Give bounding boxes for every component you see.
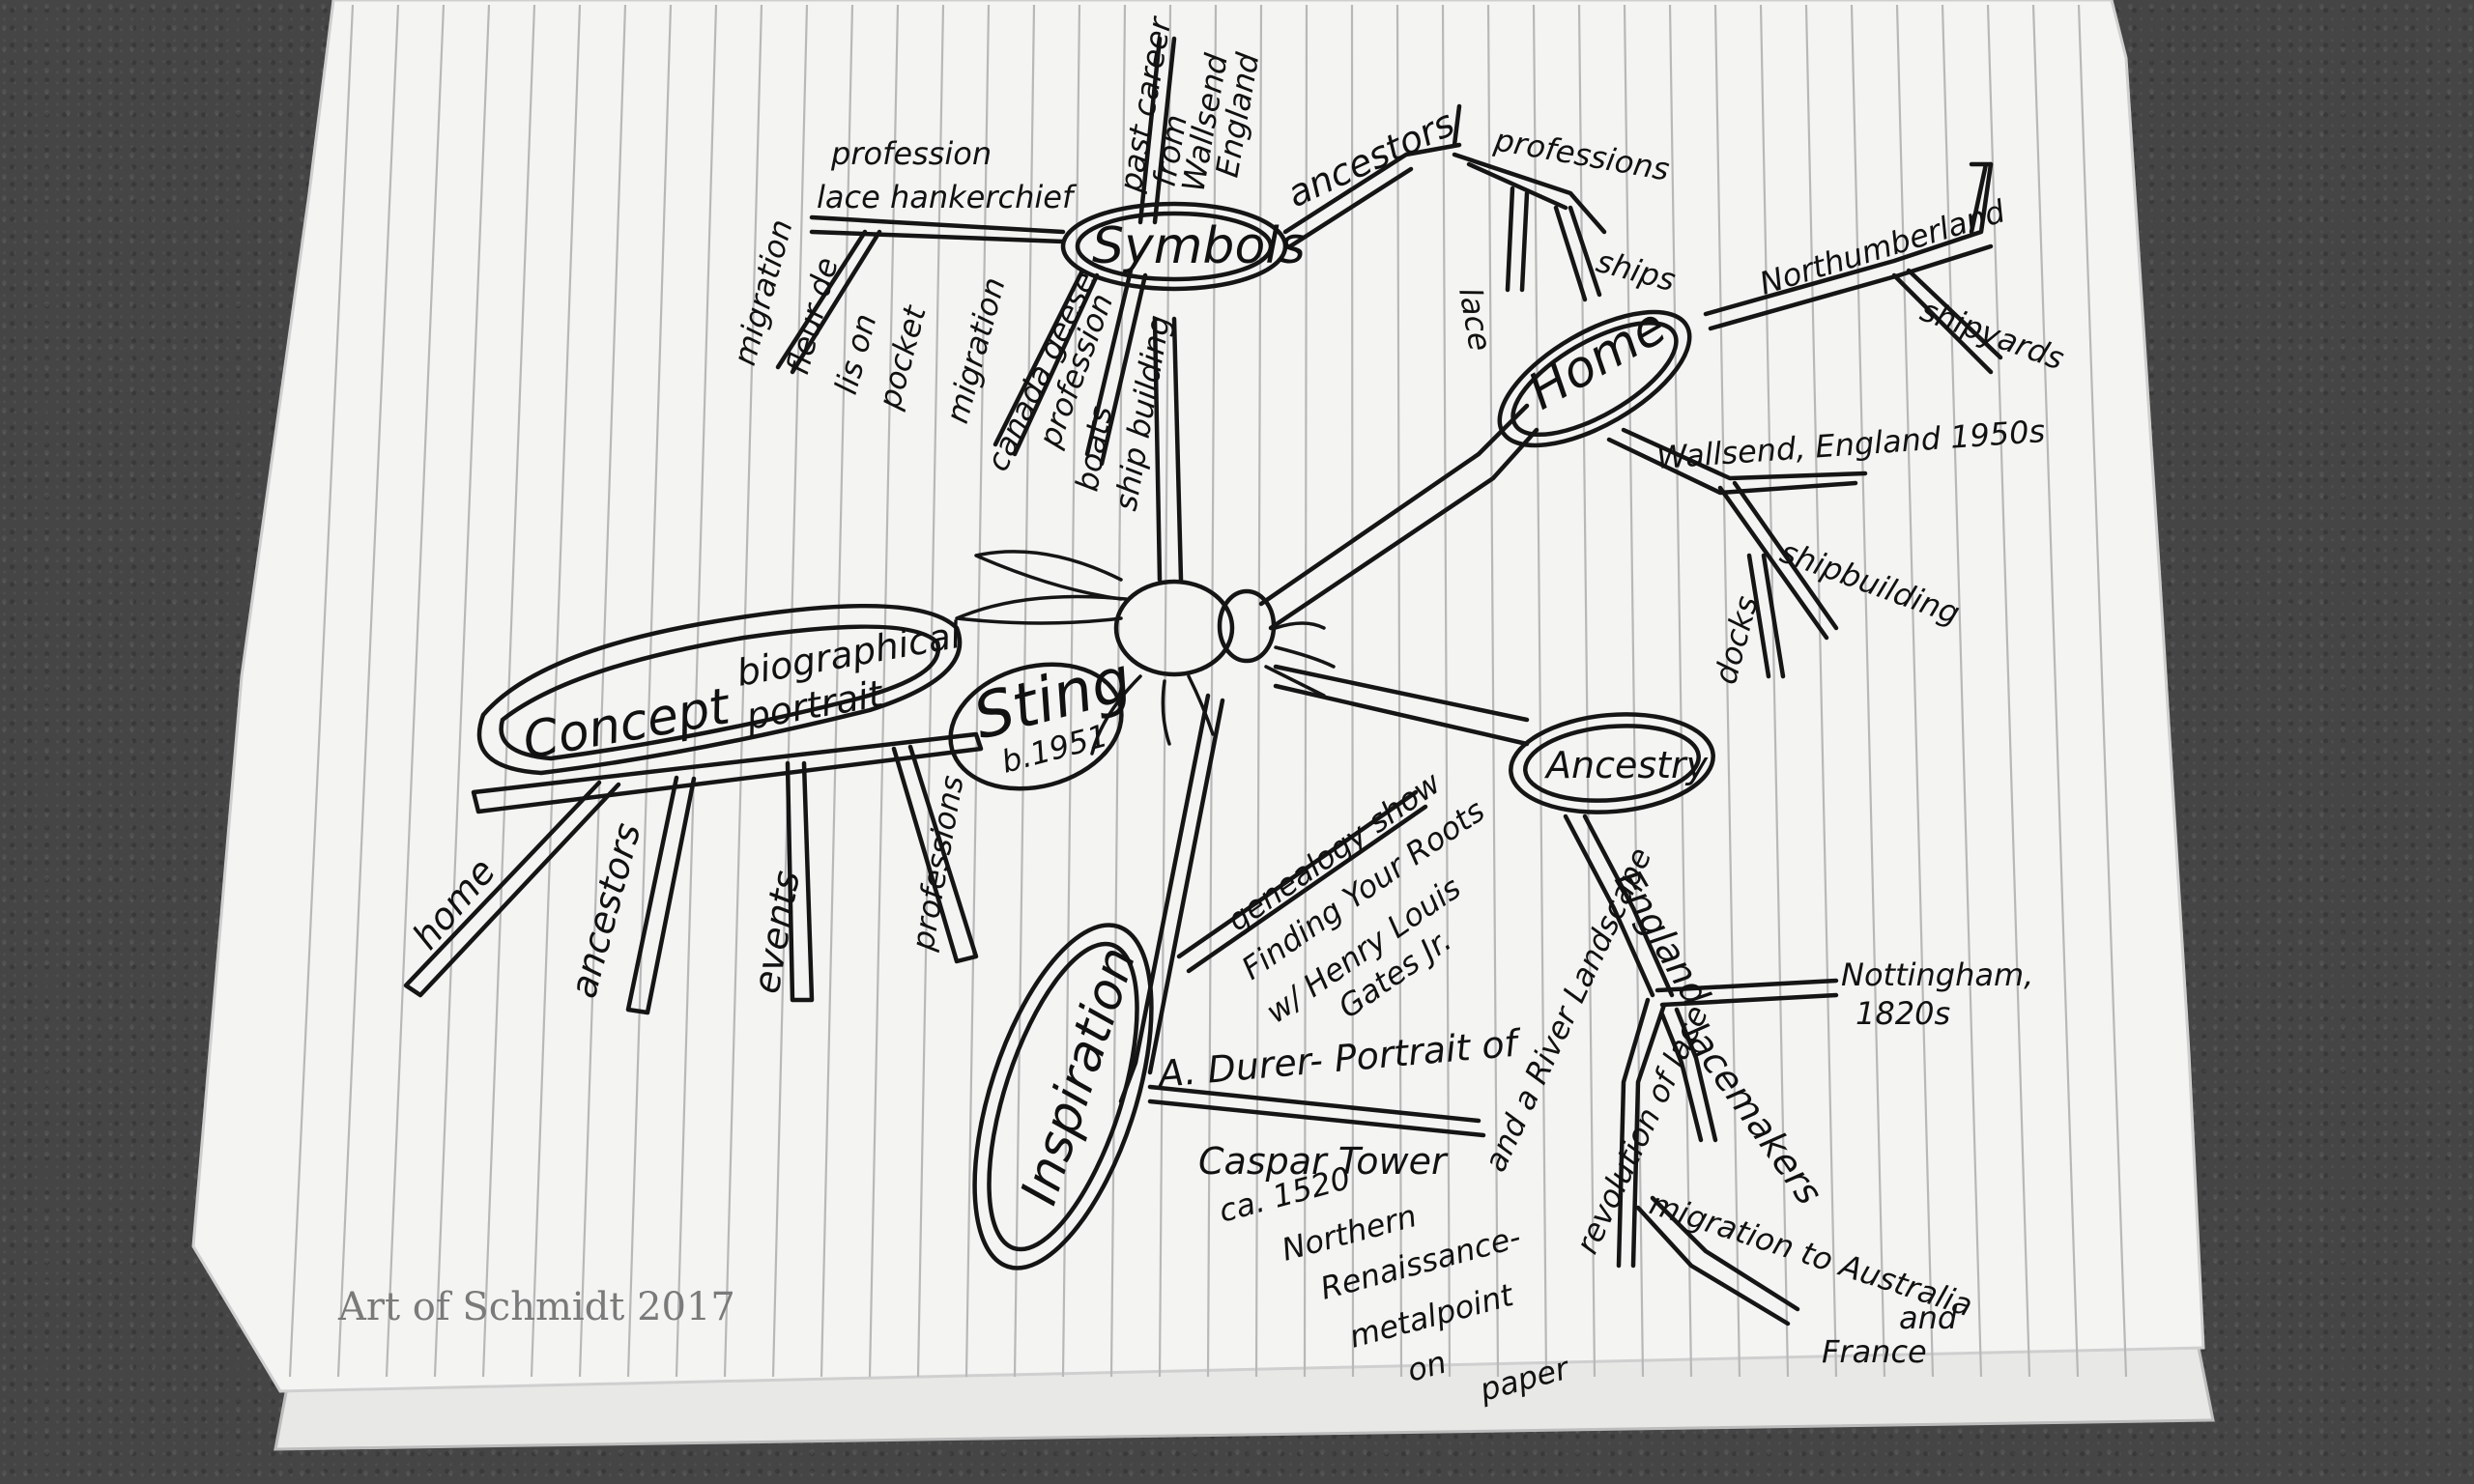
ruled-line xyxy=(916,4,945,1378)
inspiration-branch-caspar: Caspar Tower xyxy=(1198,1140,1449,1183)
ruled-line xyxy=(385,4,446,1378)
symbols-branch-profession: profession xyxy=(830,135,992,172)
ruled-line xyxy=(433,4,491,1378)
watermark: Art of Schmidt 2017 xyxy=(337,1285,735,1329)
ruled-line xyxy=(1804,4,1838,1378)
ruled-line xyxy=(675,4,718,1378)
ruled-line xyxy=(1109,4,1127,1378)
ruled-line xyxy=(1850,4,1886,1378)
ruled-line xyxy=(2077,4,2128,1378)
branch-lines xyxy=(403,36,2003,1327)
ruled-line xyxy=(771,4,809,1378)
ancestry-title: Ancestry xyxy=(1543,744,1709,786)
bubble-outlines xyxy=(476,201,1715,1270)
ruled-line xyxy=(1668,4,1693,1378)
ancestry-branch-1820s: 1820s xyxy=(1856,995,1950,1032)
ruled-line xyxy=(336,4,400,1378)
ruled-line xyxy=(1061,4,1081,1378)
ruled-line xyxy=(1486,4,1500,1378)
ruled-line xyxy=(1577,4,1597,1378)
ruled-line xyxy=(1941,4,1983,1378)
symbols-branch-lace: lace hankerchief xyxy=(817,179,1078,215)
ancestry-branch-and: and xyxy=(1899,1299,1958,1336)
ruled-line xyxy=(1532,4,1548,1378)
ruled-line xyxy=(1623,4,1645,1378)
ruled-line xyxy=(2031,4,2080,1378)
ancestry-branch-nottingham: Nottingham, xyxy=(1841,956,2033,993)
ruled-line xyxy=(1986,4,2031,1378)
ruled-line xyxy=(1713,4,1741,1378)
ancestry-branch-france: France xyxy=(1822,1333,1927,1370)
ruled-lines xyxy=(288,4,2128,1378)
ruled-line xyxy=(1013,4,1036,1378)
ruled-line xyxy=(1441,4,1452,1378)
ruled-line xyxy=(1350,4,1355,1378)
ruled-line xyxy=(626,4,673,1378)
ruled-line xyxy=(723,4,763,1378)
ruled-line xyxy=(1895,4,1935,1378)
ruled-line xyxy=(1759,4,1790,1378)
ruled-line xyxy=(578,4,627,1378)
ruled-line xyxy=(1206,4,1218,1378)
symbols-title: Symbols xyxy=(1092,217,1306,275)
ruled-line xyxy=(288,4,355,1378)
